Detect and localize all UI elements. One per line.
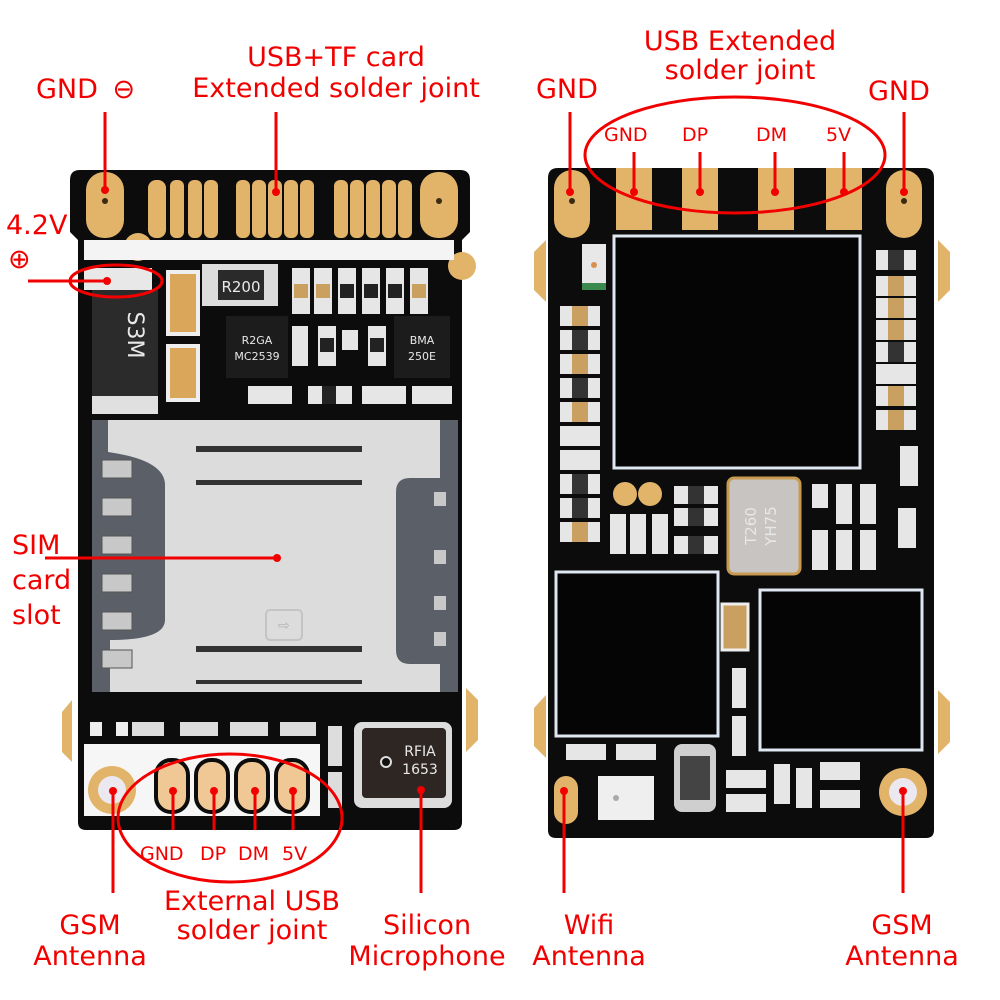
wifi-antenna-pad (554, 776, 578, 824)
label-voltage: 4.2V (6, 210, 68, 241)
crystal-marking-2: YH75 (762, 506, 780, 547)
label-back-gnd-right: GND (868, 76, 930, 107)
wifi-line1: Wifi (563, 910, 615, 941)
label-front-gsm-antenna: GSM Antenna (20, 912, 160, 970)
ext-usb-pin-5v: 5V (282, 843, 308, 865)
minus-icon: ⊖ (112, 74, 136, 105)
wifi-switch (598, 776, 654, 820)
usb-ext-line2: solder joint (664, 55, 816, 86)
regulator-marking-2: MC2539 (234, 350, 279, 363)
front-left-castellation (62, 700, 72, 762)
microphone-marking-2: 1653 (402, 762, 438, 778)
sim-line3: slot (12, 600, 61, 632)
gsm-chip (758, 588, 924, 752)
back-usb-pin-dp: DP (682, 124, 709, 146)
back-usb-pin-5v: 5V (826, 124, 852, 146)
ext-usb-line2: solder joint (176, 915, 328, 946)
mic-line1: Silicon (382, 910, 472, 941)
accelerometer-chip (394, 316, 450, 378)
usb-ext-line1: USB Extended (643, 26, 837, 57)
plus-icon: ⊕ (8, 244, 31, 275)
battery-pad (84, 268, 152, 290)
back-usb-pin-gnd: GND (604, 124, 648, 146)
label-usb-tf-card: USB+TF card Extended solder joint (180, 44, 492, 102)
ext-usb-pin-dp: DP (200, 843, 227, 865)
sim-arrow-icon: ⇨ (278, 618, 290, 634)
microphone-marking-1: RFIA (404, 744, 436, 760)
wifi-chip (554, 570, 720, 738)
front-right-castellation (466, 688, 478, 752)
front-gsm-line1: GSM (59, 910, 121, 941)
back-gsm-line2: Antenna (845, 941, 959, 972)
diode-s3m (92, 290, 158, 396)
back-gsm-line1: GSM (871, 910, 933, 941)
annotation-lines (28, 95, 906, 893)
gnd-text: GND (36, 74, 98, 105)
ext-usb-pin-dm: DM (238, 843, 270, 865)
accelerometer-marking-2: 250E (408, 350, 436, 363)
front-gsm-line2: Antenna (33, 941, 147, 972)
sim-line2: card (12, 565, 72, 597)
label-back-gsm-antenna: GSM Antenna (834, 912, 970, 970)
crystal-oscillator (726, 476, 802, 576)
accelerometer-marking-1: BMA (410, 334, 435, 347)
label-sim-card-slot: SIM card slot (12, 528, 71, 633)
diode-marking: S3M (122, 312, 147, 359)
label-wifi-antenna: Wifi Antenna (524, 912, 654, 970)
resistor-marking: R200 (221, 278, 260, 296)
label-gnd-minus: GND ⊖ (36, 76, 135, 103)
sim-line1: SIM (12, 530, 61, 561)
front-gnd-pad (86, 172, 124, 238)
back-pcb: T260 YH75 (534, 168, 950, 838)
label-silicon-microphone: Silicon Microphone (336, 912, 518, 970)
back-usb-pin-dm: DM (756, 124, 788, 146)
regulator-marking-1: R2GA (242, 334, 273, 347)
front-pcb: S3M R200 R2GA MC2539 BMA 250E (62, 170, 478, 830)
label-usb-extended: USB Extended solder joint (630, 28, 850, 84)
ext-usb-line1: External USB (163, 886, 341, 917)
annotation-dots (101, 186, 908, 795)
ext-usb-pin-gnd: GND (140, 843, 184, 865)
mic-line2: Microphone (348, 941, 506, 972)
usb-tf-line2: Extended solder joint (192, 73, 480, 104)
regulator-chip (226, 316, 288, 378)
usb-tf-line1: USB+TF card (247, 42, 425, 73)
wifi-line2: Antenna (532, 941, 646, 972)
main-processor-chip (612, 234, 862, 470)
crystal-marking-1: T260 (742, 507, 760, 546)
label-external-usb: External USB solder joint (152, 888, 352, 944)
label-back-gnd-left: GND (536, 74, 598, 105)
